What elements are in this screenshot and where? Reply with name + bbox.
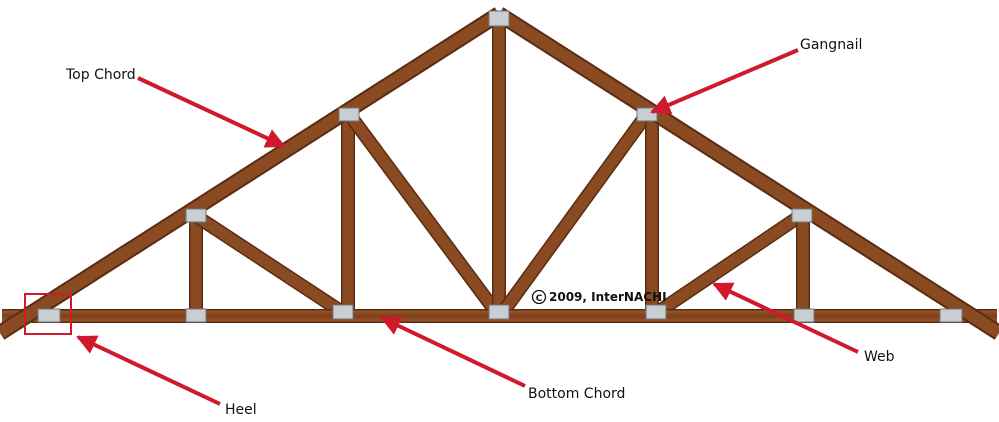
gangnail-plates — [37, 10, 963, 323]
copyright-symbol-icon — [531, 289, 547, 305]
gangnail-plate — [488, 304, 510, 320]
gangnail-plate — [37, 308, 61, 323]
top-chord-label: Top Chord — [65, 67, 136, 83]
top-chord-arrow — [137, 76, 286, 148]
gangnail-plate — [645, 304, 667, 320]
web-members — [189, 18, 810, 318]
gangnail-plate — [791, 208, 813, 223]
web-arrow — [712, 282, 859, 354]
copyright-notice: C 2009, InterNACHI — [531, 289, 667, 305]
gangnail-plate — [939, 308, 963, 323]
gangnail-plate — [185, 308, 207, 323]
callout-arrows — [76, 48, 859, 406]
web-label: Web — [864, 349, 895, 365]
copyright-text: 2009, InterNACHI — [549, 290, 667, 304]
gangnail-plate — [338, 107, 360, 122]
gangnail-plate — [488, 10, 510, 27]
gangnail-plate — [793, 308, 815, 323]
gangnail-plate — [332, 304, 354, 320]
copyright-symbol-letter: C — [536, 294, 543, 304]
gangnail-label: Gangnail — [800, 37, 862, 53]
heel-highlight-box — [24, 293, 72, 335]
heel-label: Heel — [225, 402, 257, 418]
top-chord-right — [494, 7, 999, 340]
heel-arrow — [76, 335, 221, 406]
top-chord-left — [0, 7, 504, 340]
gangnail-plate — [185, 208, 207, 223]
gangnail-arrow — [650, 48, 799, 115]
bottom-chord-arrow — [380, 316, 526, 388]
bottom-chord-label: Bottom Chord — [528, 386, 625, 402]
